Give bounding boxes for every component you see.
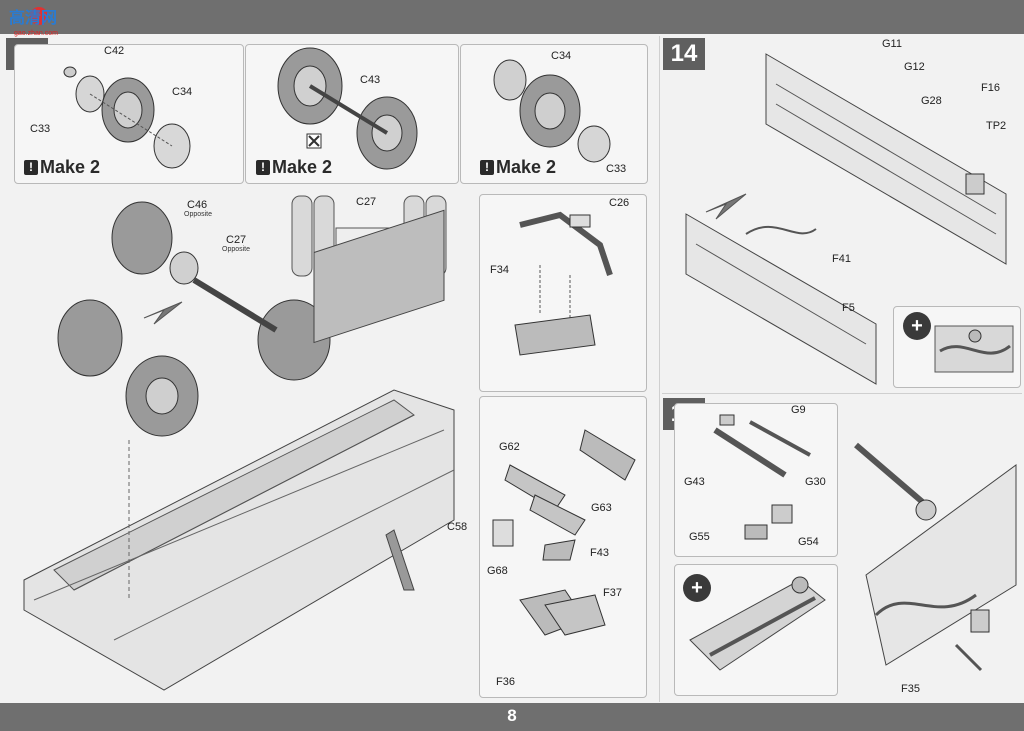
label-c27-note: Opposite (222, 246, 251, 253)
label-f41: F41 (832, 253, 851, 265)
axle-wheels-drawing (277, 47, 418, 170)
zoom-in-icon: + (903, 312, 931, 340)
step15-parts-drawing (713, 414, 811, 540)
make-2-label: Make 2 (496, 157, 557, 177)
label-g12: G12 (904, 61, 925, 73)
zoom-in-icon: + (683, 574, 711, 602)
step13-subpanel-2 (245, 44, 459, 184)
label-c27: C27 (226, 234, 247, 246)
step14-frame-drawing (685, 53, 1007, 385)
step-divider (662, 393, 1022, 394)
label-g28: G28 (921, 95, 942, 107)
label-c34: C34 (172, 86, 193, 98)
label-g55: G55 (689, 531, 710, 543)
label-c33: C33 (606, 163, 627, 175)
make-2-note-2: !Make 2 (256, 157, 332, 178)
make-2-note-3: !Make 2 (480, 157, 556, 178)
make-2-note-1: !Make 2 (24, 157, 100, 178)
header-bar (0, 0, 1024, 34)
label-c46: C46 (187, 199, 208, 211)
make-2-label: Make 2 (272, 157, 333, 177)
page-number: 8 (507, 706, 517, 725)
step-14-badge: 14 (663, 38, 705, 70)
leaf-spring-detail-drawing (492, 429, 636, 636)
label-g63: G63 (591, 502, 612, 514)
label-c33: C33 (30, 123, 51, 135)
label-f35: F35 (901, 683, 920, 695)
logo: 高清网 gao.zhan.com (6, 4, 68, 37)
label-c26: C26 (609, 197, 630, 209)
label-c46-note: Opposite (184, 211, 213, 218)
chassis-assembly-drawing (23, 201, 455, 691)
no-glue-icon (306, 133, 322, 149)
step13-detail-panel-1 (479, 194, 647, 392)
label-c42: C42 (104, 45, 125, 57)
label-g62: G62 (499, 441, 520, 453)
wheel-assembly-drawing-1 (63, 66, 191, 169)
label-g54: G54 (798, 536, 819, 548)
label-f34: F34 (490, 264, 509, 276)
label-c43: C43 (360, 74, 381, 86)
wheel-assembly-drawing-2 (493, 59, 611, 163)
logo-url: gao.zhan.com (14, 30, 58, 37)
label-g43: G43 (684, 476, 705, 488)
label-f5: F5 (842, 302, 855, 314)
label-f37: F37 (603, 587, 622, 599)
label-g68: G68 (487, 565, 508, 577)
label-g30: G30 (805, 476, 826, 488)
label-c34: C34 (551, 50, 572, 62)
make-2-label: Make 2 (40, 157, 101, 177)
step14-zoom-detail (934, 325, 1014, 373)
label-f36: F36 (496, 676, 515, 688)
label-f43: F43 (590, 547, 609, 559)
footer-bar (0, 703, 1024, 731)
label-c27: C27 (356, 196, 377, 208)
label-tp2: TP2 (986, 120, 1007, 132)
label-c58: C58 (447, 521, 468, 533)
label-g9: G9 (791, 404, 806, 416)
page-divider (659, 36, 660, 702)
step15-frame-drawing (854, 442, 1017, 672)
logo-text: 高清网 (9, 8, 57, 27)
label-g11: G11 (882, 38, 902, 50)
suspension-detail-drawing (514, 211, 613, 356)
label-f16: F16 (981, 82, 1000, 94)
step15-zoom-detail (689, 576, 826, 671)
